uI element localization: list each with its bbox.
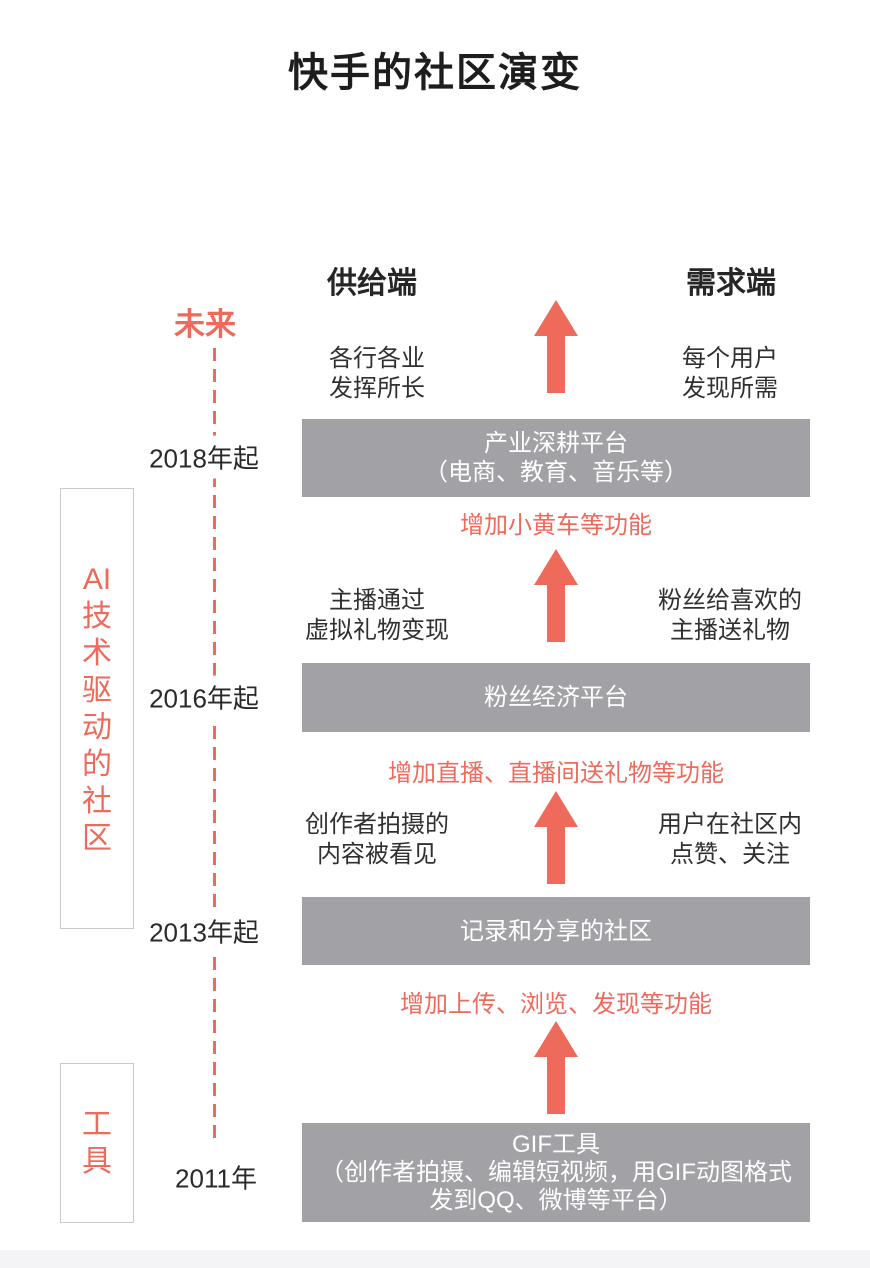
future-label: 未来 (174, 307, 236, 342)
supply-text-line: 内容被看见 (317, 841, 437, 868)
demand-text-line: 每个用户 (682, 345, 778, 372)
ai-box-char: 技 (82, 599, 112, 633)
up-arrow-icon (534, 1021, 578, 1114)
tools-box-char: 具 (82, 1145, 112, 1178)
supply-text-line: 发挥所长 (329, 375, 425, 402)
up-arrow-icon (534, 549, 578, 642)
stage-bar-2011: GIF工具 （创作者拍摄、编辑短视频，用GIF动图格式 发到QQ、微博等平台） (302, 1123, 810, 1222)
stage-bar-line: （电商、教育、音乐等） (424, 459, 688, 486)
demand-side-header: 需求端 (686, 267, 776, 300)
stage-bar-2016: 粉丝经济平台 (302, 663, 810, 732)
stage-bar-line: 产业深耕平台 (484, 430, 628, 457)
demand-text-line: 主播送礼物 (670, 617, 790, 644)
stage-bar-line: 粉丝经济平台 (484, 684, 628, 711)
stage-bar-2018: 产业深耕平台 （电商、教育、音乐等） (302, 419, 810, 497)
supply-text-line: 主播通过 (329, 587, 425, 614)
demand-text-2016: 粉丝给喜欢的 主播送礼物 (658, 586, 802, 646)
supply-side-header: 供给端 (327, 267, 417, 300)
ai-community-box: AI 技 术 驱 动 的 社 区 (60, 488, 134, 929)
bottom-divider-band (0, 1250, 870, 1268)
stage-bar-line: 记录和分享的社区 (460, 917, 652, 945)
feature-annotation-2018: 增加小黄车等功能 (460, 512, 652, 539)
feature-annotation-2016: 增加直播、直播间送礼物等功能 (388, 760, 724, 787)
supply-text-line: 创作者拍摄的 (305, 811, 449, 838)
timeline-dashed-line (213, 348, 216, 1142)
tools-box-char: 工 (82, 1108, 112, 1141)
demand-text-future: 每个用户 发现所需 (682, 344, 778, 404)
ai-box-char: 驱 (82, 673, 112, 707)
feature-annotation-2013: 增加上传、浏览、发现等功能 (400, 991, 712, 1018)
supply-text-future: 各行各业 发挥所长 (329, 344, 425, 404)
ai-box-char: AI (82, 562, 112, 596)
ai-box-char: 的 (82, 747, 112, 781)
stage-bar-2013: 记录和分享的社区 (302, 897, 810, 965)
demand-text-line: 点赞、关注 (670, 841, 790, 868)
page-title: 快手的社区演变 (288, 50, 582, 95)
tools-box: 工 具 (60, 1063, 134, 1223)
ai-box-char: 社 (82, 784, 112, 818)
year-label-2018: 2018年起 (143, 435, 265, 479)
ai-box-char: 区 (82, 821, 112, 855)
supply-text-line: 虚拟礼物变现 (305, 617, 449, 644)
demand-text-line: 用户在社区内 (658, 811, 802, 838)
stage-bar-line: GIF工具 (512, 1130, 600, 1158)
supply-text-line: 各行各业 (329, 345, 425, 372)
year-label-2016: 2016年起 (143, 675, 265, 719)
year-label-2011: 2011年 (169, 1155, 263, 1199)
demand-text-2013: 用户在社区内 点赞、关注 (658, 810, 802, 870)
ai-box-char: 术 (82, 636, 112, 670)
stage-bar-line: 发到QQ、微博等平台） (429, 1186, 683, 1214)
demand-text-line: 粉丝给喜欢的 (658, 587, 802, 614)
up-arrow-icon (534, 791, 578, 884)
year-label-2013: 2013年起 (143, 909, 265, 953)
supply-text-2016: 主播通过 虚拟礼物变现 (305, 586, 449, 646)
ai-box-char: 动 (82, 710, 112, 744)
up-arrow-icon (534, 300, 578, 393)
stage-bar-line: （创作者拍摄、编辑短视频，用GIF动图格式 (320, 1158, 792, 1186)
demand-text-line: 发现所需 (682, 375, 778, 402)
supply-text-2013: 创作者拍摄的 内容被看见 (305, 810, 449, 870)
